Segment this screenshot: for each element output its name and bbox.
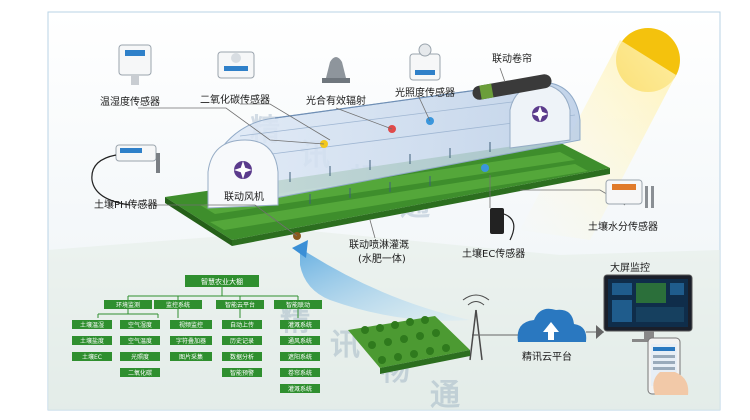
org-l1-label-4: 智能联动 xyxy=(286,301,310,309)
org-link-label-4: 卷帘系统 xyxy=(288,369,312,377)
org-l1-label-1: 环境监测 xyxy=(116,301,140,309)
org-link-label-1: 灌溉系统 xyxy=(288,321,312,329)
org-env-box-2 xyxy=(72,336,112,345)
org-l1-box-4 xyxy=(274,300,322,309)
org-link-label-2: 通风系统 xyxy=(288,337,312,345)
org-cloud-box-2 xyxy=(222,336,262,345)
org-cloud-label-4: 智能预警 xyxy=(230,369,254,377)
mini-field xyxy=(348,316,470,374)
cloud-icon xyxy=(517,308,587,342)
org-air-label-1: 空气湿度 xyxy=(128,321,152,329)
org-air-box-2 xyxy=(120,336,160,345)
org-link-box-5 xyxy=(280,384,320,393)
curtain-roller-icon xyxy=(472,74,552,100)
soil-moisture-sensor-device xyxy=(605,179,654,208)
org-env-box-1 xyxy=(72,320,112,329)
org-link-box-4 xyxy=(280,368,320,377)
sprinkler-row xyxy=(289,142,491,204)
org-cloud-box-4 xyxy=(222,368,262,377)
label-big-screen: 大屏监控 xyxy=(610,261,650,274)
co2-sensor-device xyxy=(217,51,255,79)
org-link-box-1 xyxy=(280,320,320,329)
org-env-label-2: 土壤盐度 xyxy=(80,337,104,345)
org-env-label-1: 土壤温湿 xyxy=(80,321,104,329)
org-l1-label-3: 智能云平台 xyxy=(225,301,255,309)
org-air-label-2: 空气温度 xyxy=(128,337,152,345)
org-air-box-4 xyxy=(120,368,160,377)
label-soil-moisture-sensor: 土壤水分传感器 xyxy=(588,220,658,233)
label-par-sensor: 光合有效辐射 xyxy=(306,94,366,107)
org-mon-label-3: 图片采集 xyxy=(179,353,203,361)
org-air-box-1 xyxy=(120,320,160,329)
org-cloud-label-3: 数据分析 xyxy=(230,353,254,361)
humidity-sensor-device xyxy=(118,44,152,85)
data-beam xyxy=(300,248,470,321)
label-co2-sensor: 二氧化碳传感器 xyxy=(200,93,270,106)
greenhouse-ground xyxy=(165,140,610,246)
org-mon-label-1: 视频监控 xyxy=(179,321,203,329)
org-link-label-5: 灌溉系统 xyxy=(288,385,312,393)
soil-ec-sensor-device xyxy=(490,208,515,241)
label-irrigation-line2: (水肥一体) xyxy=(358,253,406,265)
org-chart: 智慧农业大棚 环境监测 监控系统 智能云平台 智能联动 土壤温湿 土壤盐度 土壤… xyxy=(72,275,322,393)
par-sensor-device xyxy=(322,57,350,83)
fan-icon xyxy=(234,161,252,179)
org-cloud-box-3 xyxy=(222,352,262,361)
org-link-label-3: 遮阳系统 xyxy=(288,353,312,361)
org-mon-label-2: 字符叠加器 xyxy=(176,337,206,345)
label-cloud-platform: 精讯云平台 xyxy=(522,350,572,363)
org-env-box-3 xyxy=(72,352,112,361)
watermark-char-8: 通 xyxy=(430,378,460,413)
org-l1-box-1 xyxy=(104,300,152,309)
cloud-to-screen-arrow xyxy=(596,325,604,339)
org-l1-box-2 xyxy=(154,300,202,309)
org-link-box-3 xyxy=(280,352,320,361)
org-link-box-2 xyxy=(280,336,320,345)
label-fan: 联动风机 xyxy=(224,190,264,203)
label-curtain: 联动卷帘 xyxy=(492,52,532,65)
soil-ph-sensor-device xyxy=(91,144,160,206)
org-mon-box-1 xyxy=(170,320,212,329)
fan-icon-rear xyxy=(532,106,548,122)
org-l1-label-2: 监控系统 xyxy=(166,301,190,309)
label-irrigation-line1: 联动喷淋灌溉 xyxy=(349,238,409,251)
label-humidity-sensor: 温湿度传感器 xyxy=(100,95,160,108)
org-mon-box-3 xyxy=(170,352,212,361)
monitor-icon xyxy=(603,274,693,342)
data-beam-arrow xyxy=(292,240,308,258)
label-soil-ph-sensor: 土壤PH传感器 xyxy=(94,198,158,211)
light-sensor-device xyxy=(409,43,441,81)
org-air-box-3 xyxy=(120,352,160,361)
org-mon-box-2 xyxy=(170,336,212,345)
org-env-label-3: 土壤EC xyxy=(82,353,102,361)
org-air-label-3: 光照度 xyxy=(131,353,149,361)
connector-lines xyxy=(130,67,626,239)
org-cloud-box-1 xyxy=(222,320,262,329)
org-root-box xyxy=(185,275,259,287)
org-cloud-label-1: 自动上传 xyxy=(230,321,254,329)
org-root-label: 智慧农业大棚 xyxy=(201,277,243,286)
hand-icon xyxy=(653,372,689,395)
label-light-sensor: 光照度传感器 xyxy=(395,86,455,99)
node-soil-ec xyxy=(481,164,489,172)
org-air-label-4: 二氧化碳 xyxy=(128,369,152,377)
label-soil-ec-sensor: 土壤EC传感器 xyxy=(462,247,525,260)
org-cloud-label-2: 历史记录 xyxy=(230,337,254,345)
org-l1-box-3 xyxy=(216,300,264,309)
